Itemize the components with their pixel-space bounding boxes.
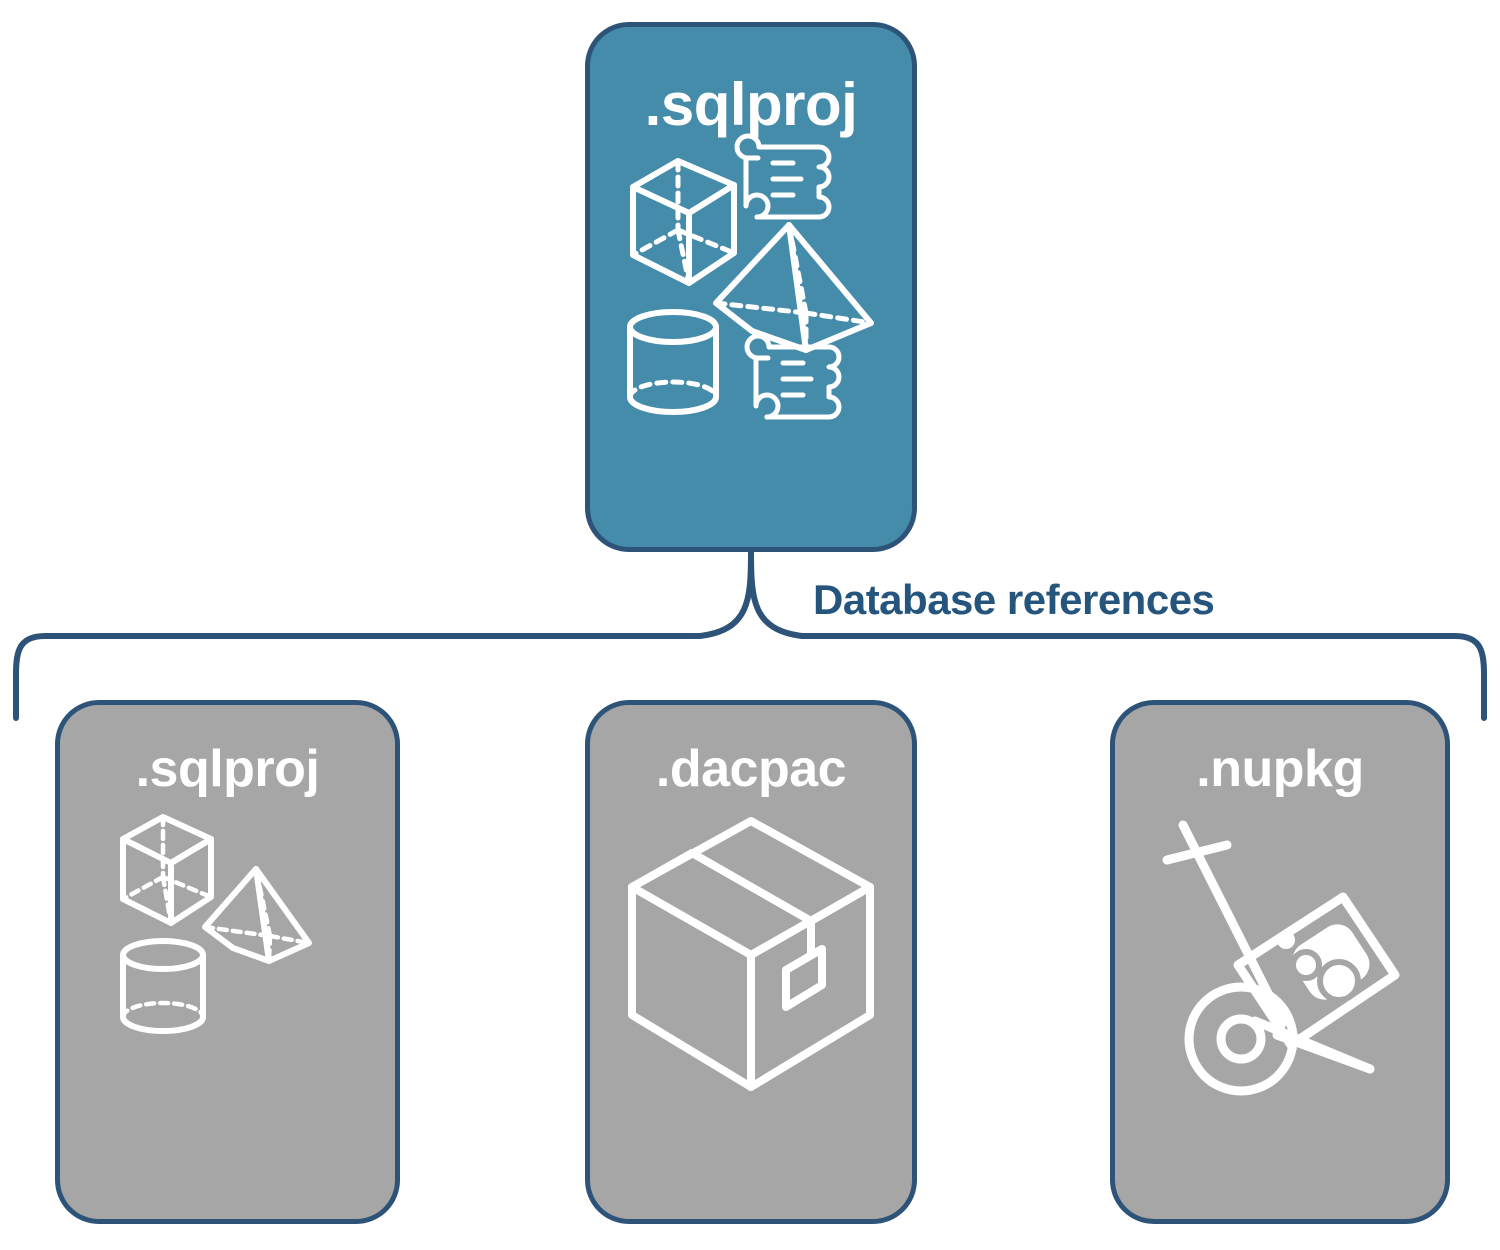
shipping-box-icon [628, 817, 874, 1091]
reference-sqlproj-icon-group [119, 814, 312, 1034]
cylinder-wireframe-icon [627, 309, 719, 415]
cube-wireframe-icon [119, 814, 214, 926]
cylinder-wireframe-icon [119, 938, 206, 1034]
pyramid-wireframe-icon [713, 222, 874, 353]
shipping-box-icon-group [628, 817, 874, 1091]
card-reference-sqlproj[interactable]: .sqlproj [55, 700, 400, 1224]
card-artwork [590, 133, 912, 547]
brace-left-arm [13, 549, 754, 721]
card-artwork [60, 795, 395, 1219]
cube-wireframe-icon [630, 158, 737, 286]
card-sqlproj-root[interactable]: .sqlproj [585, 22, 917, 552]
card-title: .sqlproj [135, 740, 320, 798]
connector-label: Database references [813, 576, 1215, 623]
pyramid-wireframe-icon [201, 866, 312, 964]
root-icon-group [627, 133, 874, 420]
hand-truck-package-icon-group [1162, 820, 1400, 1096]
card-title: .dacpac [655, 740, 847, 798]
nuget-logo-cutouts [1290, 949, 1361, 1003]
card-reference-nupkg[interactable]: .nupkg [1110, 700, 1450, 1224]
card-artwork [1115, 795, 1445, 1219]
card-title: .nupkg [1196, 740, 1364, 798]
card-title: .sqlproj [644, 71, 858, 138]
scroll-icon [744, 333, 842, 420]
scroll-icon [734, 133, 832, 220]
card-reference-dacpac[interactable]: .dacpac [585, 700, 917, 1224]
hand-truck-package-icon [1162, 820, 1400, 1096]
card-artwork [590, 795, 912, 1219]
